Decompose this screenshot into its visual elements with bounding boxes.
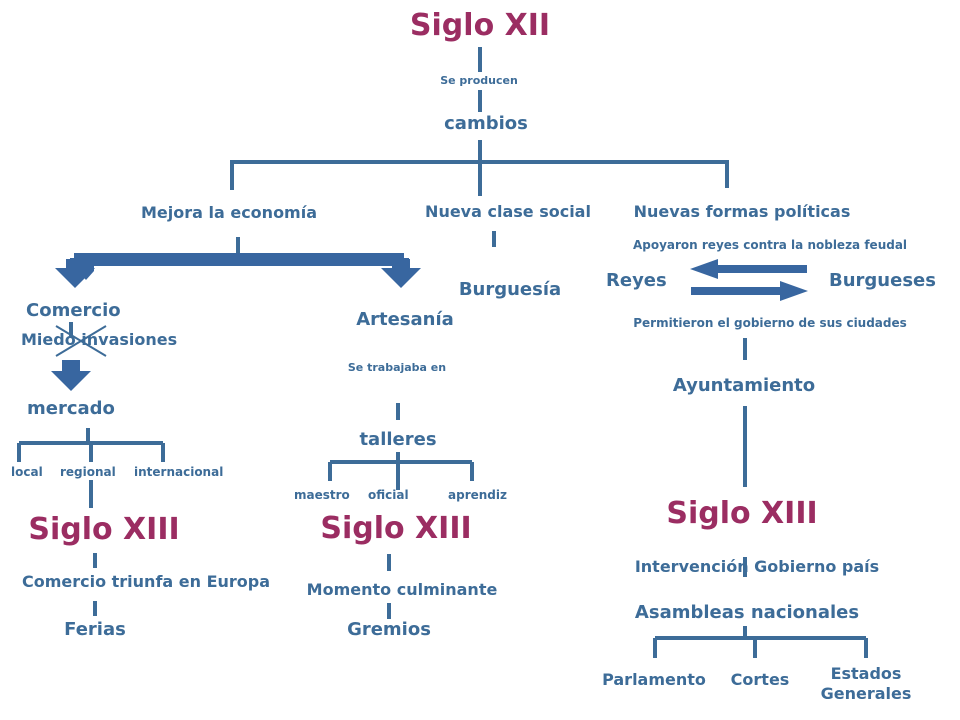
branch-social: Nueva clase social	[425, 202, 591, 221]
craft-moment: Momento culminante	[306, 580, 498, 599]
role-apprentice: aprendiz	[448, 488, 507, 502]
market-type-regional: regional	[60, 465, 116, 479]
craft-century: Siglo XIII	[320, 511, 472, 546]
commerce-crossed-out: Miedo invasiones	[21, 330, 178, 349]
kings-to-burghers-arrow	[691, 281, 808, 301]
craft-worked-in: Se trabajaba en	[347, 361, 447, 374]
produce-label: Se producen	[440, 74, 518, 87]
role-journeyman: oficial	[368, 488, 409, 502]
craft-label: Artesanía	[356, 309, 454, 330]
commerce-label: Comercio	[26, 300, 121, 321]
role-master: maestro	[294, 488, 350, 502]
commerce-century: Siglo XIII	[28, 512, 180, 547]
down-arrow-right	[381, 259, 421, 288]
support-label: Apoyaron reyes contra la nobleza feudal	[632, 238, 908, 252]
economy-split-arrow	[70, 253, 409, 280]
commerce-to-market-arrow	[51, 360, 91, 391]
changes-label: cambios	[444, 113, 528, 134]
branch-political: Nuevas formas políticas	[633, 202, 851, 221]
kings-label: Reyes	[606, 270, 667, 291]
workshops-label: talleres	[359, 429, 437, 450]
market-label: mercado	[27, 398, 115, 419]
permit-label: Permitieron el gobierno de sus ciudades	[633, 316, 907, 330]
commerce-outcome: Ferias	[64, 619, 126, 640]
assemblies-label: Asambleas nacionales	[634, 602, 860, 623]
market-type-international: internacional	[134, 465, 224, 479]
branch-economy: Mejora la economía	[140, 203, 318, 222]
intervention-label: Intervención Gobierno país	[634, 557, 880, 576]
council-label: Ayuntamiento	[672, 375, 816, 396]
craft-outcome: Gremios	[347, 619, 431, 640]
burghers-to-kings-arrow	[690, 259, 807, 279]
down-arrow-left	[55, 259, 95, 288]
assembly-estates-general: Estados Generales	[820, 664, 912, 703]
politics-century: Siglo XIII	[666, 496, 818, 531]
market-type-local: local	[11, 465, 43, 479]
assembly-cortes: Cortes	[730, 670, 790, 689]
commerce-result: Comercio triunfa en Europa	[21, 572, 271, 591]
title-top: Siglo XII	[409, 8, 551, 43]
social-result: Burguesía	[458, 279, 562, 300]
burghers-label: Burgueses	[829, 270, 936, 291]
assembly-parliament: Parlamento	[602, 670, 706, 689]
